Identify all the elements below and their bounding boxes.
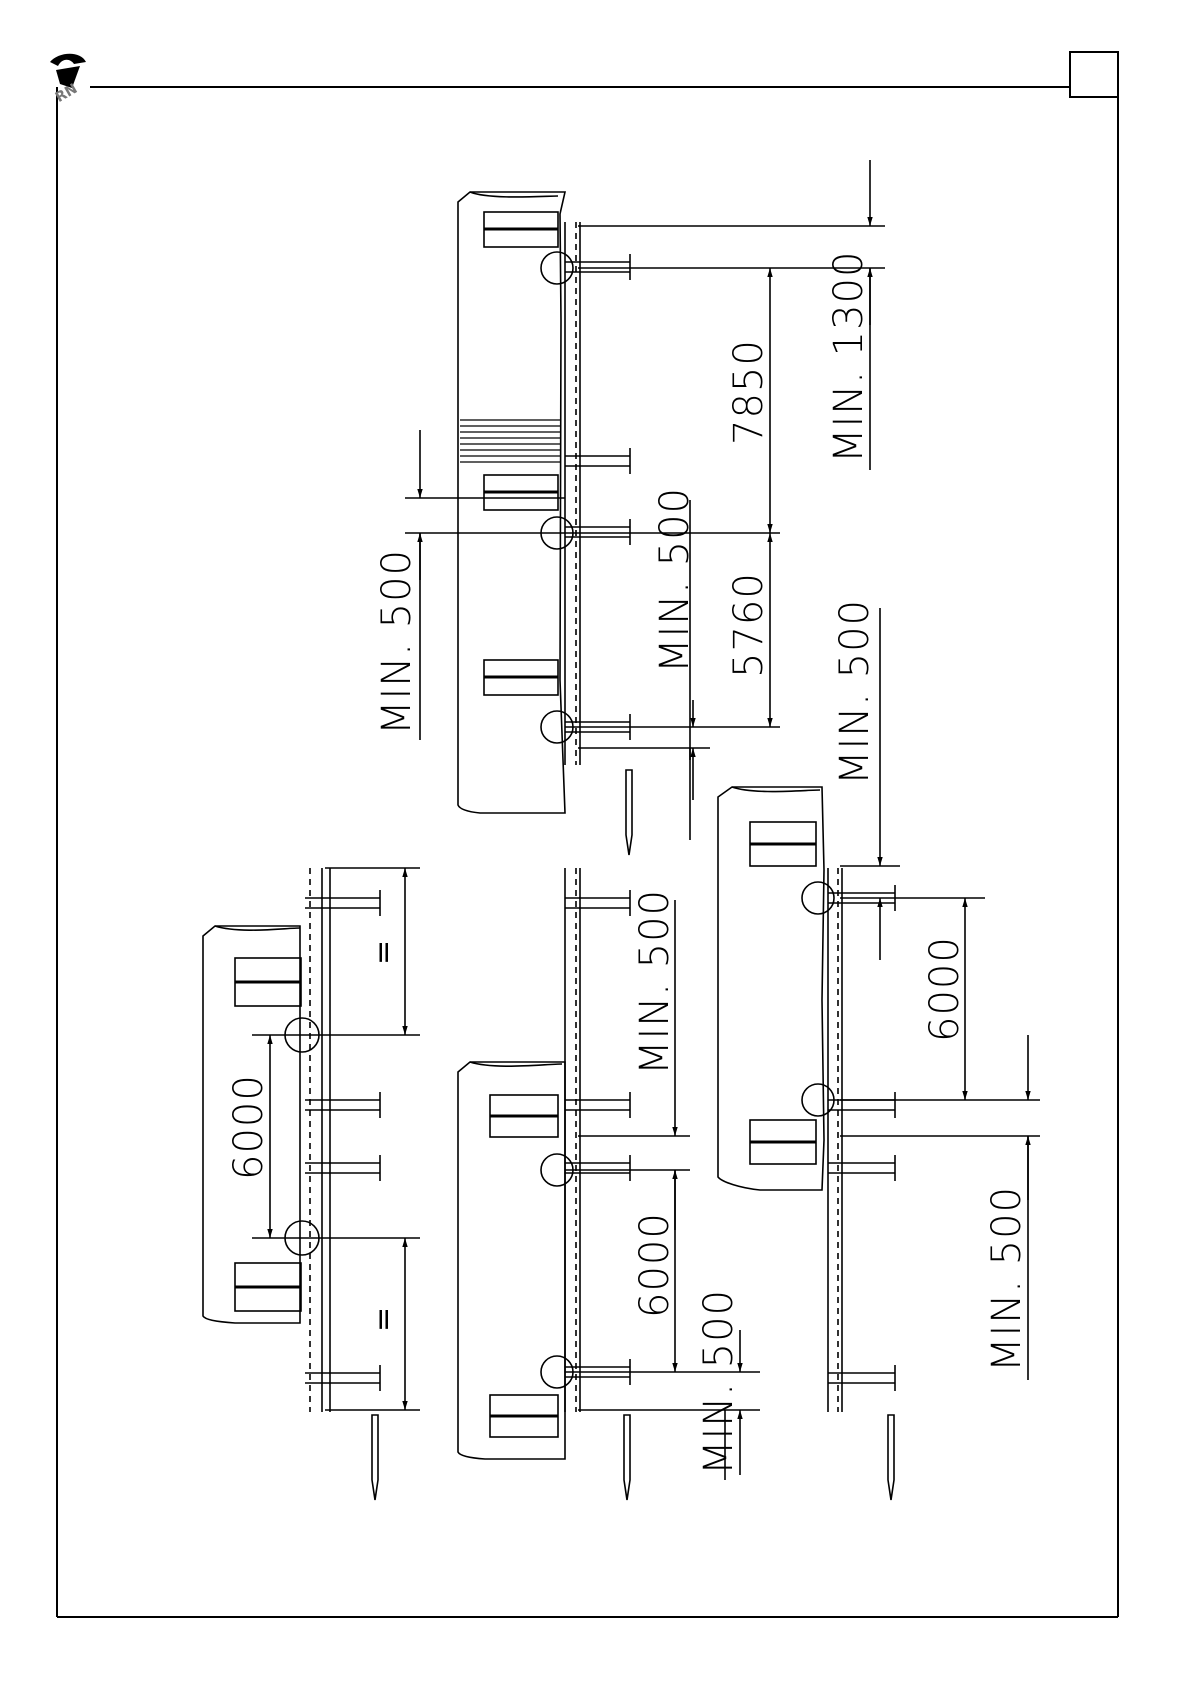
dim-label-min-500-a-middle: MIN. 500 bbox=[652, 487, 698, 673]
diagram-d-labels: 6000 MIN. 500 bbox=[922, 936, 1030, 1372]
dim-label-equal-upper: = bbox=[366, 940, 401, 965]
diagram-b-labels: 6000 = = bbox=[226, 940, 401, 1332]
brand-logo: RN bbox=[50, 54, 86, 106]
dim-label-6000-c: 6000 bbox=[632, 1212, 678, 1318]
dim-label-6000-b: 6000 bbox=[226, 1074, 272, 1180]
dim-label-min-500-c-lower: MIN. 500 bbox=[696, 1289, 742, 1475]
dim-label-min-500-d-lower: MIN. 500 bbox=[984, 1186, 1030, 1372]
dim-label-min-500-a-upper: MIN. 500 bbox=[374, 549, 420, 735]
dim-label-equal-lower: = bbox=[366, 1307, 401, 1332]
dim-label-5760: 5760 bbox=[726, 572, 772, 678]
dim-label-6000-d: 6000 bbox=[922, 936, 968, 1042]
dim-label-min-1300: MIN. 1300 bbox=[826, 251, 872, 463]
dim-label-min-500-c-upper: MIN. 500 bbox=[632, 889, 678, 1075]
diagram-a-labels: MIN. 500 7850 MIN. 1300 MIN. 500 5760 MI… bbox=[374, 251, 878, 785]
diagram-a bbox=[405, 160, 885, 855]
dim-label-min-500-a-side: MIN. 500 bbox=[832, 599, 878, 785]
page-number-box bbox=[1070, 52, 1118, 97]
drawing-frame bbox=[57, 87, 1118, 1617]
dim-label-7850: 7850 bbox=[726, 339, 772, 445]
